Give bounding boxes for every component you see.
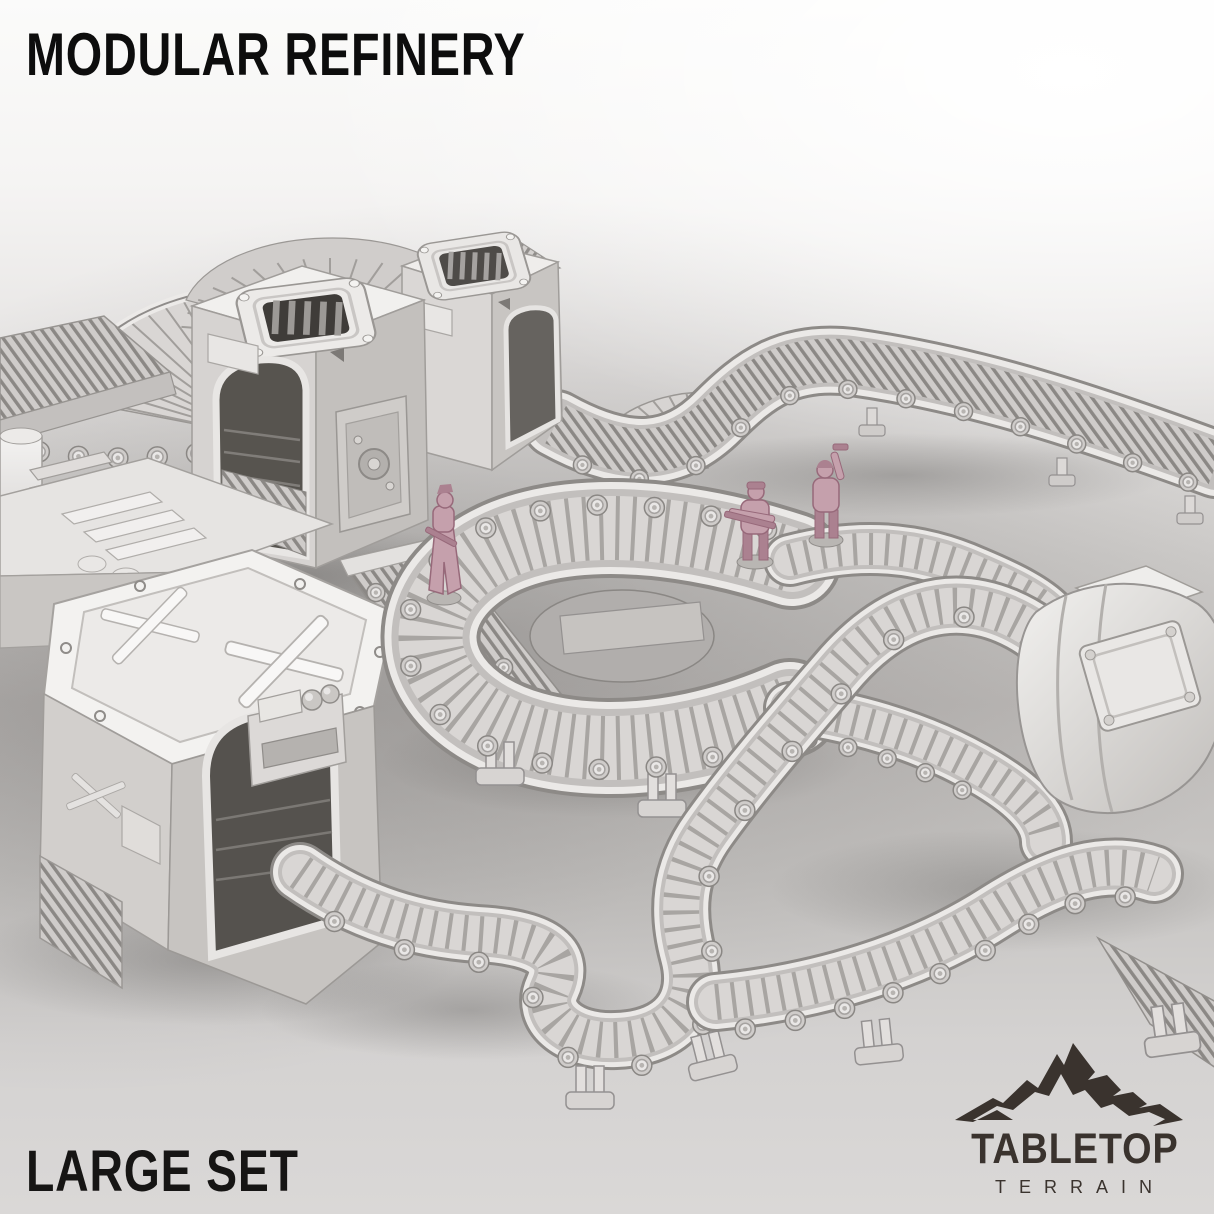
blast-door xyxy=(335,395,411,533)
roller-wheel xyxy=(701,746,724,768)
brand-subname: TERRAIN xyxy=(994,1177,1165,1197)
u-turn-conveyor-loop xyxy=(399,494,794,818)
roller-wheel xyxy=(701,940,723,962)
roller-wheel xyxy=(1066,434,1087,454)
roller-wheel xyxy=(915,762,936,783)
product-title: MODULAR REFINERY xyxy=(26,21,526,88)
roller-wheel xyxy=(1178,472,1198,492)
roller-wheel xyxy=(588,758,610,781)
miniature-pistol-soldier xyxy=(808,443,849,548)
brand-name: TABLETOP xyxy=(971,1125,1179,1173)
roller-wheel xyxy=(780,385,800,406)
roller-wheel xyxy=(586,494,608,516)
roller-wheel xyxy=(429,703,451,726)
roller-wheel xyxy=(1114,886,1136,908)
hopper-machine xyxy=(247,684,347,787)
roller-wheel xyxy=(784,1009,807,1032)
miniature-trenchcoat-figure xyxy=(425,484,462,606)
roller-wheel xyxy=(522,986,544,1009)
roller-wheel xyxy=(1064,892,1086,915)
roller-wheel xyxy=(700,505,722,527)
roller-wheel xyxy=(643,496,666,519)
roller-wheel xyxy=(974,939,997,962)
roller-wheel xyxy=(731,417,751,438)
roller-wheel xyxy=(557,1046,579,1069)
roller-wheel xyxy=(877,748,897,769)
roof-hatch-grate xyxy=(235,277,377,359)
roller-wheel xyxy=(323,910,346,933)
tunnel-arch-right xyxy=(506,307,558,446)
roller-wheel xyxy=(830,683,852,705)
roller-wheel xyxy=(952,780,972,800)
front-conveyor xyxy=(716,867,1214,1068)
roller-wheel xyxy=(882,628,905,651)
roller-wheel xyxy=(882,982,904,1004)
roller-wheel xyxy=(107,447,129,469)
roller-wheel xyxy=(896,389,916,409)
roller-wheel xyxy=(781,740,803,763)
elevated-s-curve-conveyor xyxy=(300,606,1078,1110)
miniature-rifle-soldier xyxy=(723,481,777,570)
roller-wheel xyxy=(476,735,499,757)
roller-wheel xyxy=(366,582,386,603)
roller-wheel xyxy=(529,500,552,522)
roller-wheel xyxy=(468,951,490,973)
drive-drum-unit xyxy=(1015,565,1214,814)
brand-logo: TABLETOP TERRAIN xyxy=(950,1040,1200,1196)
x-brace-mark xyxy=(100,586,200,665)
loop-exit-conveyors xyxy=(788,549,1050,842)
roller-wheel xyxy=(1018,913,1040,936)
roller-wheel xyxy=(734,1018,756,1040)
roof-hatch-grate xyxy=(416,231,532,301)
roller-wheel xyxy=(698,865,720,888)
roller-wheel xyxy=(953,401,974,422)
roller-wheel xyxy=(645,756,667,778)
roller-wheel xyxy=(838,737,858,758)
roller-wheel xyxy=(929,962,951,985)
roller-wheel xyxy=(399,598,422,621)
roller-wheel xyxy=(572,455,593,475)
roller-wheel xyxy=(531,752,553,774)
roller-wheel xyxy=(631,1054,653,1077)
bolted-plate xyxy=(1078,620,1202,732)
roller-wheel xyxy=(1122,452,1143,473)
roller-wheel xyxy=(838,379,858,400)
x-brace-mark xyxy=(224,614,344,709)
x-brace-mark xyxy=(66,773,126,819)
roller-wheel xyxy=(833,997,856,1020)
roller-wheel xyxy=(400,655,422,677)
roller-wheel xyxy=(1010,416,1031,437)
set-size-label: LARGE SET xyxy=(26,1139,299,1204)
roller-wheel xyxy=(953,606,975,628)
roller-wheel xyxy=(393,938,416,961)
roller-wheel xyxy=(686,455,706,476)
roller-wheel xyxy=(475,517,497,539)
mountain-icon xyxy=(955,1043,1183,1126)
roller-wheel xyxy=(734,799,756,822)
